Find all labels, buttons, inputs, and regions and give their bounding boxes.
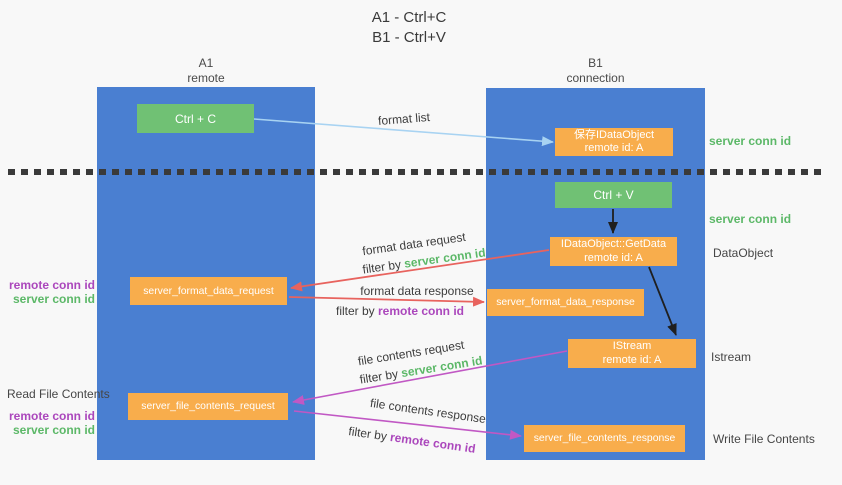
node-ctrl-c-label: Ctrl + C — [174, 111, 216, 126]
format-data-request-arrow — [290, 249, 550, 292]
diagram-title: A1 - Ctrl+C B1 - Ctrl+V — [309, 8, 509, 48]
node-getdata-line2: remote id: A — [584, 251, 643, 264]
filter-by-text: filter by — [335, 304, 378, 318]
conn-id-pair-top: remote conn id server conn id — [0, 278, 95, 306]
node-ctrl-v-label: Ctrl + V — [593, 188, 634, 202]
node-getdata-line1: IDataObject::GetData — [560, 238, 667, 250]
server-conn-id-label-1: server conn id — [12, 292, 95, 306]
lane-a-subtitle: remote — [187, 71, 225, 85]
file-contents-request-arrow — [292, 350, 568, 405]
title-line-1: A1 - Ctrl+C — [371, 9, 447, 26]
node-istream-line2: remote id: A — [602, 353, 662, 366]
istream-label: Istream — [711, 350, 752, 364]
node-server-file-contents-response: server_file_contents_response — [524, 425, 685, 452]
lane-b-name: B1 — [588, 56, 603, 70]
node-save-dataobject: 保存IDataObject remote id: A — [555, 128, 673, 156]
node-server-format-data-request: server_format_data_request — [130, 277, 287, 305]
conn-id-pair-bottom: remote conn id server conn id — [0, 409, 95, 437]
lane-a-header: A1 remote — [97, 56, 315, 86]
node-server-format-data-response-label: server_format_data_response — [496, 297, 635, 308]
node-save-dataobject-line1: 保存IDataObject — [573, 128, 655, 141]
node-istream-line1: IStream — [612, 340, 652, 352]
dotted-divider-line — [8, 169, 825, 175]
getdata-to-istream-arrow — [648, 266, 677, 336]
remote-conn-id-key: remote conn id — [378, 304, 465, 318]
lane-b-subtitle: connection — [566, 71, 625, 85]
node-save-dataobject-line2: remote id: A — [584, 142, 644, 154]
node-server-file-contents-request-label: server_file_contents_request — [141, 401, 275, 412]
remote-conn-id-label-1: remote conn id — [8, 278, 95, 292]
node-ctrl-c: Ctrl + C — [137, 104, 254, 133]
node-server-file-contents-request: server_file_contents_request — [128, 393, 288, 420]
node-istream: IStream remote id: A — [568, 339, 696, 368]
remote-conn-id-label-2: remote conn id — [8, 409, 95, 423]
format-data-response-annotation: format data response — [360, 284, 474, 298]
format-list-arrow — [253, 118, 554, 147]
lane-a-name: A1 — [198, 56, 214, 70]
dataobject-label: DataObject — [713, 246, 774, 260]
format-data-response-filter-annotation: filter by remote conn id — [336, 304, 464, 318]
server-conn-id-label-2: server conn id — [12, 423, 95, 437]
node-getdata: IDataObject::GetData remote id: A — [550, 237, 677, 266]
node-server-format-data-request-label: server_format_data_request — [143, 285, 274, 297]
write-file-contents-label: Write File Contents — [713, 432, 815, 446]
read-file-contents-label: Read File Contents — [7, 387, 110, 401]
format-data-response-arrow — [288, 296, 485, 307]
node-server-format-data-response: server_format_data_response — [487, 289, 644, 316]
lane-b-header: B1 connection — [486, 56, 705, 86]
title-line-2: B1 - Ctrl+V — [372, 29, 446, 46]
node-ctrl-v: Ctrl + V — [555, 182, 672, 208]
server-conn-id-label-top: server conn id — [709, 134, 792, 148]
file-contents-response-arrow — [293, 410, 522, 440]
node-server-file-contents-response-label: server_file_contents_response — [533, 433, 676, 444]
server-conn-id-label-mid: server conn id — [709, 212, 792, 226]
